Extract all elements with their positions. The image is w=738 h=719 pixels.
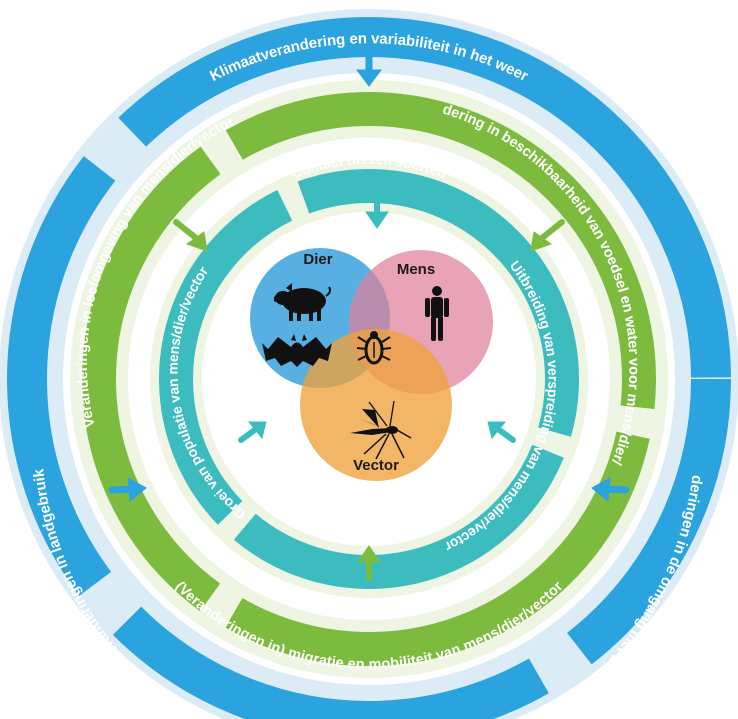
- bat-icon: [262, 334, 332, 367]
- arrow-left-outer: [108, 477, 147, 502]
- venn-circle-vector: [300, 329, 452, 481]
- arrow-right-outer: [591, 477, 630, 502]
- arrow-top-inner: [365, 193, 389, 229]
- pig-icon: [274, 283, 331, 321]
- outer-ring-band: [7, 17, 731, 719]
- venn-diagram: Dier Mens Vector: [250, 248, 493, 481]
- arrow-bottom-middle: [357, 545, 381, 581]
- arrow-left-inner: [238, 421, 267, 443]
- arrows: [108, 48, 630, 581]
- mosquito-icon: [350, 400, 412, 460]
- tick-icon: [356, 331, 392, 365]
- arrow-top-outer: [356, 48, 382, 87]
- venn-label-vector: Vector: [353, 457, 399, 474]
- arrow-right-inner: [487, 421, 516, 443]
- human-figure-icon: [425, 286, 449, 341]
- venn-label-dier: Dier: [303, 251, 332, 268]
- arrow-topright-middle: [530, 219, 565, 252]
- venn-label-mens: Mens: [397, 261, 435, 278]
- middle-ring-band: [82, 92, 656, 666]
- arrow-topleft-middle: [173, 219, 208, 252]
